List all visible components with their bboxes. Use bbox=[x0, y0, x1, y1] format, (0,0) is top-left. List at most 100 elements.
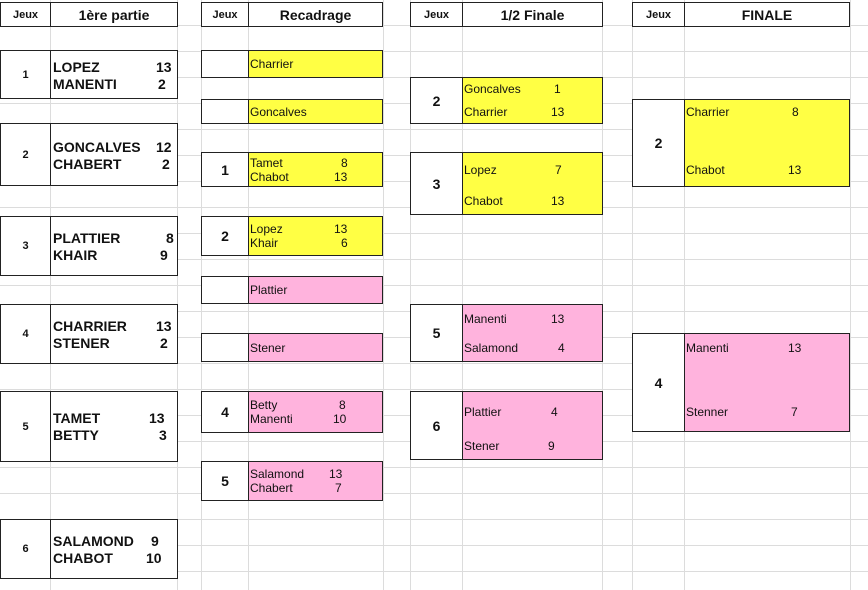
demi-match-1-jeu-cell bbox=[410, 77, 463, 124]
premiere-match-4-score-2: 2 bbox=[160, 335, 168, 351]
premiere-match-3-score-1: 8 bbox=[166, 230, 174, 246]
recadrage-match-1-score-2: 13 bbox=[334, 170, 348, 184]
premiere-match-2-box bbox=[50, 123, 178, 186]
recadrage-match-2-score-2: 6 bbox=[341, 236, 348, 250]
finale-match-1-jeu: 2 bbox=[654, 135, 663, 151]
header-finale: FINALE bbox=[684, 2, 850, 27]
demi-match-2-player-2: Chabot bbox=[464, 194, 503, 208]
recadrage-match-1-player-2: Chabot bbox=[250, 170, 289, 184]
premiere-match-1-player-1: LOPEZ bbox=[53, 59, 100, 75]
demi-match-1-score-1: 1 bbox=[554, 82, 561, 96]
finale-match-1-player-1: Charrier bbox=[686, 105, 730, 119]
premiere-match-3-player-1: PLATTIER bbox=[53, 230, 121, 246]
finale-match-2-jeu: 4 bbox=[654, 374, 663, 391]
premiere-match-1-score-1: 13 bbox=[156, 59, 172, 75]
premiere-match-2-player-2: CHABERT bbox=[53, 156, 122, 172]
finale-match-2-player-2: Stenner bbox=[686, 405, 729, 419]
premiere-match-5-score-2: 3 bbox=[159, 427, 167, 443]
premiere-match-1-player-2: MANENTI bbox=[53, 76, 117, 92]
demi-match-3-player-1: Manenti bbox=[464, 312, 507, 326]
recadrage-match-4-box bbox=[248, 461, 383, 501]
recadrage-match-2-jeu: 2 bbox=[221, 228, 229, 244]
demi-match-4-score-1: 4 bbox=[551, 405, 558, 419]
demi-match-2-box bbox=[462, 152, 603, 215]
header-jeux-3: Jeux bbox=[410, 2, 463, 27]
header-demi-finale: 1/2 Finale bbox=[462, 2, 603, 27]
recadrage-bye-2-box bbox=[248, 99, 383, 124]
finale-match-1-score-2: 13 bbox=[788, 163, 802, 177]
demi-match-2-score-1: 7 bbox=[555, 163, 562, 177]
header-jeux-1: Jeux bbox=[0, 2, 51, 27]
premiere-match-2-score-2: 2 bbox=[162, 156, 170, 172]
demi-match-4-box bbox=[462, 391, 603, 460]
premiere-match-5-player-2: BETTY bbox=[53, 427, 99, 443]
demi-match-4-jeu: 6 bbox=[432, 417, 441, 434]
premiere-match-5-jeu-cell bbox=[0, 391, 51, 462]
demi-match-1-box bbox=[462, 77, 603, 124]
demi-match-3-jeu: 5 bbox=[432, 325, 441, 341]
premiere-match-6-jeu-cell bbox=[0, 519, 51, 579]
premiere-match-1-jeu: 1 bbox=[22, 68, 29, 81]
recadrage-match-4-jeu: 5 bbox=[221, 473, 229, 489]
premiere-match-3-jeu: 3 bbox=[22, 240, 29, 252]
demi-match-1-player-1: Goncalves bbox=[464, 82, 521, 96]
recadrage-match-3-box bbox=[248, 391, 383, 433]
premiere-match-4-box bbox=[50, 304, 178, 364]
demi-match-2-player-1: Lopez bbox=[464, 163, 497, 177]
premiere-match-3-jeu-cell bbox=[0, 216, 51, 276]
premiere-match-6-score-1: 9 bbox=[151, 533, 159, 549]
demi-match-3-score-1: 13 bbox=[551, 312, 565, 326]
finale-match-1-player-2: Chabot bbox=[686, 163, 725, 177]
premiere-match-6-score-2: 10 bbox=[146, 550, 162, 566]
recadrage-match-3-player-1: Betty bbox=[250, 398, 278, 412]
recadrage-match-4-player-1: Salamond bbox=[250, 467, 305, 481]
demi-match-2-score-2: 13 bbox=[551, 194, 565, 208]
premiere-match-1-score-2: 2 bbox=[158, 76, 166, 92]
header-jeux-2: Jeux bbox=[201, 2, 249, 27]
recadrage-bye-2-player: Goncalves bbox=[250, 105, 307, 119]
finale-match-1-score-1: 8 bbox=[792, 105, 799, 119]
demi-match-3-box bbox=[462, 304, 603, 362]
recadrage-bye-1-box bbox=[248, 50, 383, 78]
recadrage-match-1-player-1: Tamet bbox=[250, 156, 283, 170]
recadrage-bye-3-jeu-cell bbox=[201, 276, 249, 304]
header-jeux-4: Jeux bbox=[632, 2, 685, 27]
premiere-match-6-player-1: SALAMOND bbox=[53, 533, 134, 549]
premiere-match-3-box bbox=[50, 216, 178, 276]
premiere-match-4-score-1: 13 bbox=[156, 318, 172, 334]
premiere-match-3-score-2: 9 bbox=[160, 247, 168, 263]
recadrage-bye-3-box bbox=[248, 276, 383, 304]
header-premiere-partie: 1ère partie bbox=[50, 2, 178, 27]
recadrage-match-3-score-2: 10 bbox=[333, 412, 347, 426]
recadrage-match-1-jeu: 1 bbox=[221, 161, 229, 178]
finale-match-1-box bbox=[684, 99, 850, 187]
demi-match-3-score-2: 4 bbox=[558, 341, 565, 355]
premiere-match-2-jeu-cell bbox=[0, 123, 51, 186]
premiere-match-6-jeu: 6 bbox=[22, 543, 29, 555]
recadrage-match-4-score-2: 7 bbox=[335, 481, 342, 495]
premiere-match-5-score-1: 13 bbox=[149, 410, 165, 426]
finale-match-1-jeu-cell bbox=[632, 99, 685, 187]
recadrage-match-2-player-1: Lopez bbox=[250, 222, 283, 236]
premiere-match-4-jeu-cell bbox=[0, 304, 51, 364]
recadrage-bye-4-box bbox=[248, 333, 383, 362]
demi-match-2-jeu: 3 bbox=[432, 175, 441, 192]
premiere-match-2-score-1: 12 bbox=[156, 139, 172, 155]
recadrage-match-1-score-1: 8 bbox=[341, 156, 348, 170]
finale-match-2-player-1: Manenti bbox=[686, 341, 729, 355]
premiere-match-2-jeu: 2 bbox=[22, 148, 29, 161]
premiere-match-5-player-1: TAMET bbox=[53, 410, 101, 426]
demi-match-4-player-1: Plattier bbox=[464, 405, 502, 419]
premiere-match-2-player-1: GONCALVES bbox=[53, 139, 141, 155]
recadrage-match-1-box bbox=[248, 152, 383, 187]
recadrage-bye-1-jeu-cell bbox=[201, 50, 249, 78]
recadrage-match-3-score-1: 8 bbox=[339, 398, 346, 412]
recadrage-match-3-jeu: 4 bbox=[221, 404, 229, 420]
demi-match-4-player-2: Stener bbox=[464, 439, 500, 453]
demi-match-4-jeu-cell bbox=[410, 391, 463, 460]
recadrage-match-4-score-1: 13 bbox=[329, 467, 343, 481]
premiere-match-5-box bbox=[50, 391, 178, 462]
finale-match-2-jeu-cell bbox=[632, 333, 685, 432]
recadrage-bye-2-jeu-cell bbox=[201, 99, 249, 124]
recadrage-match-2-box bbox=[248, 216, 383, 256]
